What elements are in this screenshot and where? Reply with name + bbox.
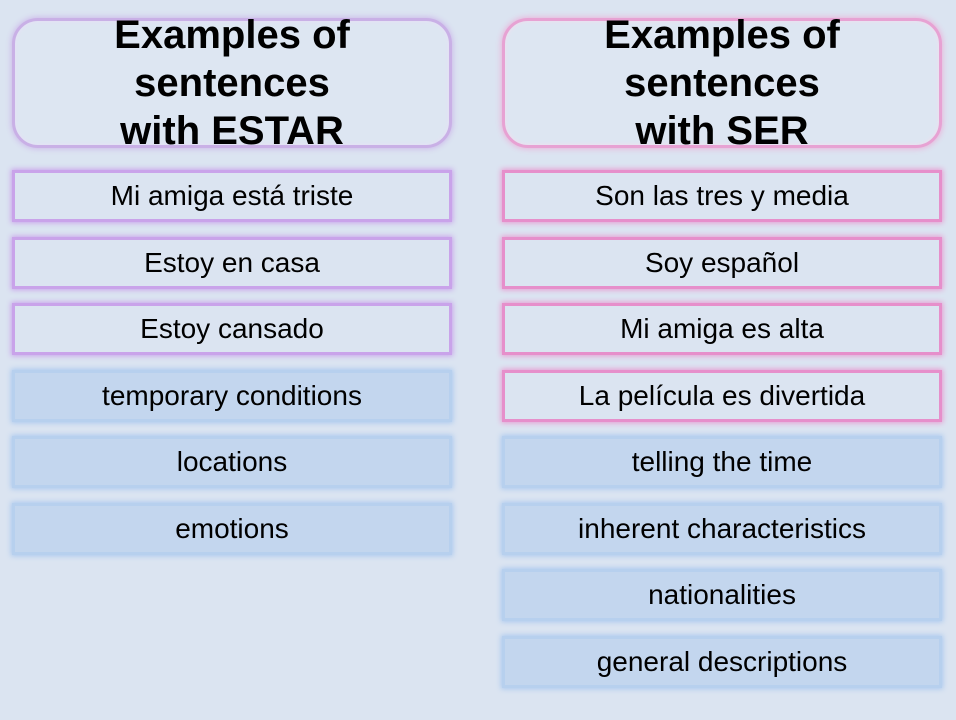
card-text: locations — [176, 446, 288, 477]
card-text: Son las tres y media — [595, 180, 849, 211]
card-text: nationalities — [648, 579, 796, 610]
card-text: Estoy en casa — [144, 246, 320, 278]
ser-card[interactable]: nationalities — [502, 569, 942, 621]
estar-card[interactable]: Estoy en casa — [12, 236, 452, 289]
card-text: general descriptions — [596, 645, 848, 677]
estar-column: Examples of sentences with ESTAR Mi amig… — [12, 13, 452, 569]
estar-card[interactable]: emotions — [12, 502, 452, 555]
ser-card[interactable]: Son las tres y media — [502, 170, 942, 222]
ser-card[interactable]: La película es divertida — [502, 369, 942, 422]
ser-title-line2: with SER — [635, 109, 809, 153]
card-text: Mi amiga es alta — [620, 313, 824, 344]
estar-title-line2: with ESTAR — [120, 109, 344, 153]
card-text: Soy español — [644, 246, 800, 278]
card-text: Mi amiga está triste — [110, 180, 354, 211]
estar-card[interactable]: Estoy cansado — [12, 303, 452, 355]
estar-card[interactable]: temporary conditions — [12, 369, 452, 422]
card-text: La película es divertida — [578, 379, 866, 411]
ser-card[interactable]: telling the time — [502, 436, 942, 488]
ser-column: Examples of sentences with SER Son las t… — [502, 13, 942, 702]
card-text: emotions — [175, 512, 289, 544]
estar-header: Examples of sentences with ESTAR — [12, 13, 452, 153]
card-text: telling the time — [631, 446, 813, 477]
ser-header: Examples of sentences with SER — [502, 13, 942, 153]
ser-card[interactable]: Soy español — [502, 236, 942, 289]
ser-title-line1: Examples of sentences — [604, 13, 840, 105]
estar-card-list: Mi amiga está triste Estoy en casa Estoy… — [12, 170, 452, 555]
ser-card[interactable]: Mi amiga es alta — [502, 303, 942, 355]
estar-title-line1: Examples of sentences — [114, 13, 350, 105]
ser-card[interactable]: general descriptions — [502, 635, 942, 688]
card-text: Estoy cansado — [140, 313, 324, 344]
card-text: inherent characteristics — [578, 512, 866, 544]
estar-card[interactable]: Mi amiga está triste — [12, 170, 452, 222]
estar-card[interactable]: locations — [12, 436, 452, 488]
ser-card-list: Son las tres y media Soy español Mi amig… — [502, 170, 942, 688]
card-text: temporary conditions — [102, 379, 362, 411]
ser-card[interactable]: inherent characteristics — [502, 502, 942, 555]
